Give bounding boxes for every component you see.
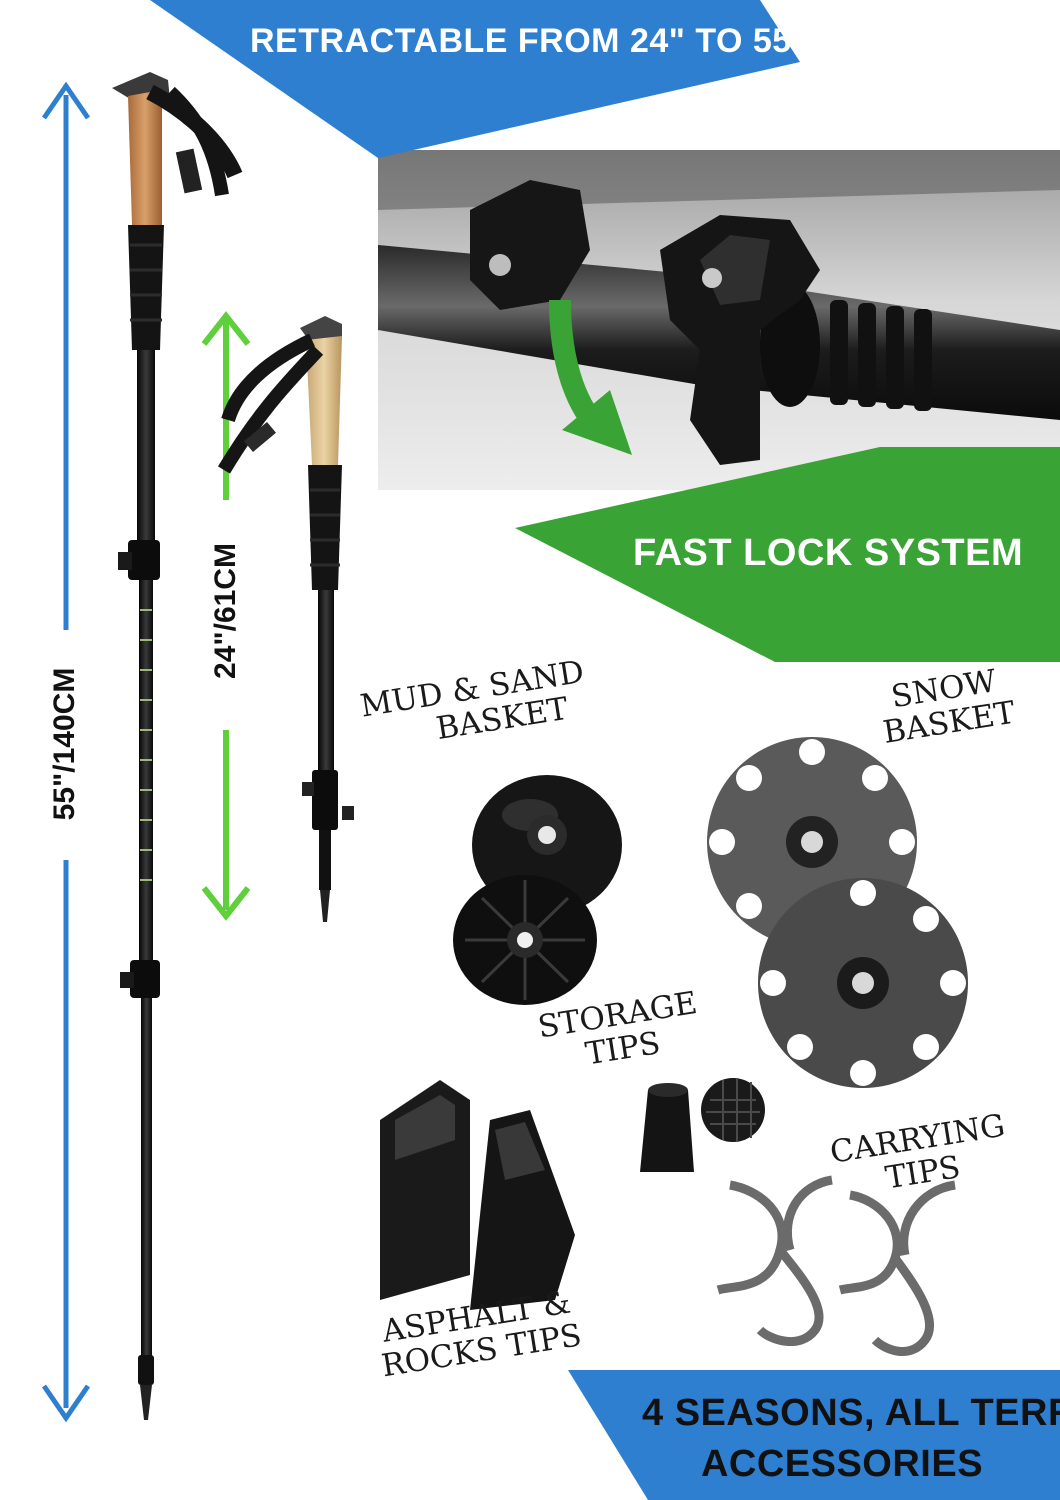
- top-banner-shape: [150, 0, 800, 158]
- fast-lock-banner-text: FAST LOCK SYSTEM: [633, 532, 1024, 574]
- long-pole-length-label: 55"/140CM: [48, 667, 81, 821]
- long-pole-dimension-arrow: [41, 81, 91, 1423]
- bottom-banner-shape: [568, 1370, 1060, 1500]
- bottom-banner-line2: ACCESSORIES: [700, 1443, 984, 1485]
- bottom-banner-line1: 4 SEASONS, ALL TERRAIN: [642, 1392, 1060, 1434]
- short-pole-length-label: 24"/61CM: [209, 543, 242, 679]
- carrying-tips-image: [716, 1175, 956, 1357]
- storage-tips-image: [640, 1078, 765, 1172]
- snow-basket-image: [707, 737, 968, 1088]
- mud-sand-basket-image: [453, 775, 622, 1005]
- asphalt-rocks-tips-image: [380, 1080, 575, 1310]
- top-banner-text: RETRACTABLE FROM 24" TO 55": [250, 22, 809, 60]
- short-trekking-pole: [217, 316, 354, 922]
- lock-banner-shape: [515, 447, 1060, 662]
- long-trekking-pole: [112, 72, 243, 1420]
- fast-lock-closeup: [378, 150, 1060, 490]
